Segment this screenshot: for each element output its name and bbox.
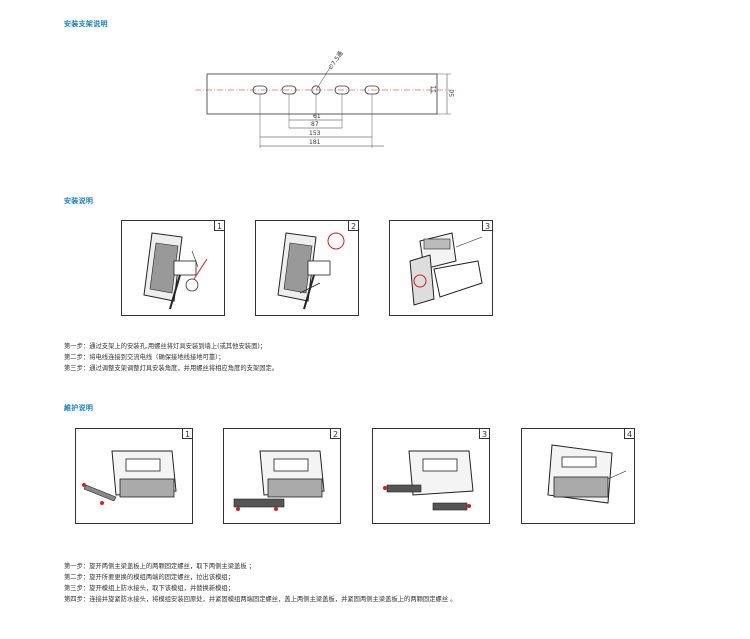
bracket-drawing: ∅7.5通 61 87 153 181 11 50 bbox=[195, 50, 456, 148]
dim-50: 50 bbox=[449, 89, 456, 97]
panel-number: 4 bbox=[624, 429, 634, 439]
panel-number: 2 bbox=[348, 221, 358, 231]
maintenance-step-4: 第四步：连接并旋紧防水接头，将模组安装回原处，并紧固模组两端固定螺丝，盖上两侧主… bbox=[64, 596, 457, 603]
dim-181: 181 bbox=[309, 139, 321, 146]
install-step-1: 第一步：通过支架上的安装孔,用螺丝将灯具安装到墙上(或其他安装面)； bbox=[64, 343, 267, 350]
floodlight-illustration bbox=[383, 450, 474, 511]
maintenance-step-1: 第一步：旋开两侧主梁盖板上的两颗固定螺丝，取下两侧主梁盖板 ； bbox=[64, 563, 255, 570]
floodlight-illustration bbox=[409, 232, 483, 306]
panel-number: 2 bbox=[330, 429, 340, 439]
floodlight-illustration bbox=[82, 450, 177, 505]
section-title-install: 安装说明 bbox=[64, 197, 94, 205]
dim-153: 153 bbox=[309, 130, 321, 137]
dim-87: 87 bbox=[311, 121, 319, 128]
install-panel-2: 2 bbox=[255, 220, 359, 316]
panel-number: 1 bbox=[214, 221, 224, 231]
floodlight-illustration bbox=[143, 232, 208, 310]
floodlight-illustration bbox=[547, 444, 627, 504]
maintenance-panel-4: 4 bbox=[521, 428, 635, 524]
maintenance-step-2: 第二步：旋开所要更换的模组两端的固定螺丝，拉出该模组； bbox=[64, 574, 235, 581]
section-title-maintenance: 維护说明 bbox=[64, 404, 94, 412]
hole-label: ∅7.5通 bbox=[326, 50, 344, 71]
maintenance-panel-3: 3 bbox=[372, 428, 490, 524]
panel-number: 1 bbox=[182, 429, 192, 439]
panel-number: 3 bbox=[482, 221, 492, 231]
section-title-bracket: 安装支架说明 bbox=[64, 20, 108, 28]
dim-61: 61 bbox=[313, 113, 321, 120]
install-step-3: 第三步：通过调整支架调整灯具安装角度，并用螺丝将相应角度的支架固定。 bbox=[64, 365, 279, 372]
install-panel-3: 3 bbox=[389, 220, 493, 316]
maintenance-panel-1: 1 bbox=[75, 428, 193, 524]
maintenance-step-3: 第三步：旋开模组上防水接头，取下该模组，并替换新模组； bbox=[64, 585, 235, 592]
floodlight-illustration bbox=[277, 232, 345, 310]
panel-number: 3 bbox=[479, 429, 489, 439]
maintenance-panel-2: 2 bbox=[223, 428, 341, 524]
floodlight-illustration bbox=[233, 450, 325, 511]
install-step-2: 第二步：将电线连接到交流电线（确保接地线接地可靠）； bbox=[64, 354, 225, 361]
install-panel-1: 1 bbox=[121, 220, 225, 316]
dim-11: 11 bbox=[431, 85, 438, 93]
